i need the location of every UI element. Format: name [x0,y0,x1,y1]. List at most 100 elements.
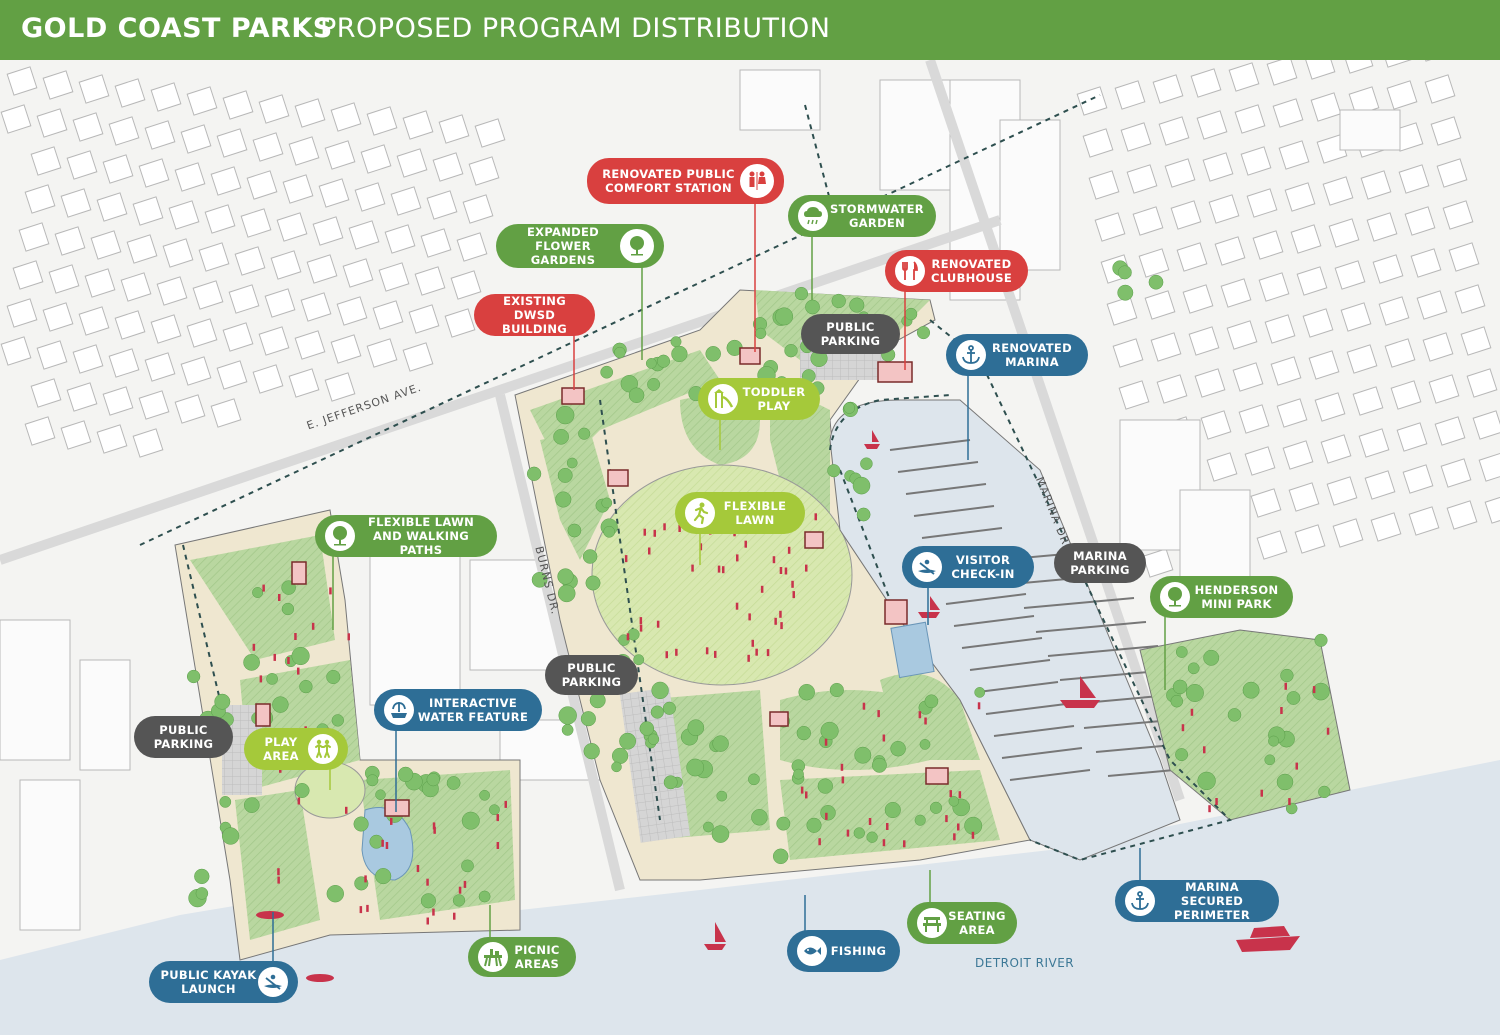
person [1295,762,1298,770]
house [114,78,146,108]
label-renovated-clubhouse[interactable]: RENOVATED CLUBHOUSE [885,250,1028,292]
label-flexible-lawn-walking-paths[interactable]: FLEXIBLE LAWN AND WALKING PATHS [315,515,497,557]
label-visitor-check-in[interactable]: VISITOR CHECK-IN [902,546,1034,588]
person [277,868,280,876]
person [1326,727,1330,735]
label-stormwater-garden[interactable]: STORMWATER GARDEN [788,195,936,237]
person [977,702,981,710]
house [1276,398,1308,428]
tree [366,774,379,787]
house [90,230,122,260]
tree [948,796,960,807]
tree [195,887,209,900]
label-renovated-marina[interactable]: RENOVATED MARINA [946,334,1088,376]
person [949,790,952,798]
tree [805,299,820,315]
tree [820,721,839,740]
label-public-parking-top[interactable]: PUBLIC PARKING [801,314,900,354]
person [1215,798,1218,805]
city-building [369,544,461,706]
house [72,112,104,142]
leader-lines [272,200,1166,965]
label-seating-area[interactable]: SEATING AREA [907,902,1017,944]
person [800,786,804,794]
dock [985,703,1067,715]
tree [712,735,729,752]
house [1302,308,1334,338]
dock [969,659,1051,671]
house [450,270,482,300]
label-fishing[interactable]: FISHING [787,930,900,972]
house [6,298,38,328]
house [1144,290,1176,320]
label-henderson-mini-park[interactable]: HENDERSON MINI PARK [1150,576,1293,618]
label-flexible-lawn[interactable]: FLEXIBLE LAWN [675,492,805,534]
house [1398,164,1430,194]
tree [798,683,815,701]
house [138,158,170,188]
label-toddler-play[interactable]: TODDLER PLAY [698,378,820,420]
tree [703,821,714,833]
label-picnic-areas[interactable]: PICNIC AREAS [468,937,576,977]
tree [326,885,344,903]
tree-icon [620,229,654,263]
tree [772,848,789,865]
label-expanded-flower-gardens[interactable]: EXPANDED FLOWER GARDENS [496,224,664,268]
person [779,567,783,574]
house [396,148,428,178]
label-existing-dwsd-building[interactable]: EXISTING DWSD BUILDING [474,294,595,336]
house [438,114,470,144]
house [210,166,242,196]
house [174,394,206,424]
house [180,124,212,154]
restroom-icon [740,164,774,198]
tree [583,743,600,760]
river-label: DETROIT RIVER [975,956,1075,970]
tree [1286,691,1301,705]
bench-icon [917,908,947,938]
tree [531,571,548,588]
house [1240,146,1272,176]
label-interactive-water-feature[interactable]: INTERACTIVE WATER FEATURE [374,689,542,731]
tree [827,464,841,478]
house [216,128,248,158]
dock [1035,621,1147,633]
label-renovated-comfort-station[interactable]: RENOVATED PUBLIC COMFORT STATION [587,158,784,204]
house [126,234,158,264]
tree [796,725,811,741]
person [463,880,467,888]
label-marina-secured-perimeter[interactable]: MARINA SECURED PERIMETER [1115,880,1279,922]
house [162,238,194,268]
tree [754,327,767,340]
person [359,906,363,914]
house [1272,98,1304,128]
tree [1172,679,1188,695]
main-lawn-south-3 [880,673,980,760]
label-public-parking-mid[interactable]: PUBLIC PARKING [545,655,638,695]
person [1208,805,1211,813]
house [1094,212,1126,242]
label-play-area[interactable]: PLAY AREA [244,728,348,770]
tree [556,405,575,425]
label-public-kayak-launch[interactable]: PUBLIC KAYAK LAUNCH [149,961,298,1003]
house [1386,80,1418,110]
label-marina-parking[interactable]: MARINA PARKING [1054,543,1146,583]
house [108,348,140,378]
label-public-parking-left[interactable]: PUBLIC PARKING [134,716,233,758]
person [678,525,681,532]
house [456,232,488,262]
house [48,264,80,294]
tree [426,772,440,787]
person [347,633,350,641]
tree [890,740,906,757]
tree [794,286,809,301]
person [751,639,754,647]
tree [1314,633,1328,647]
person [639,617,643,625]
person [780,622,783,630]
tree [375,789,386,800]
dock [1023,597,1135,609]
person [792,591,795,599]
